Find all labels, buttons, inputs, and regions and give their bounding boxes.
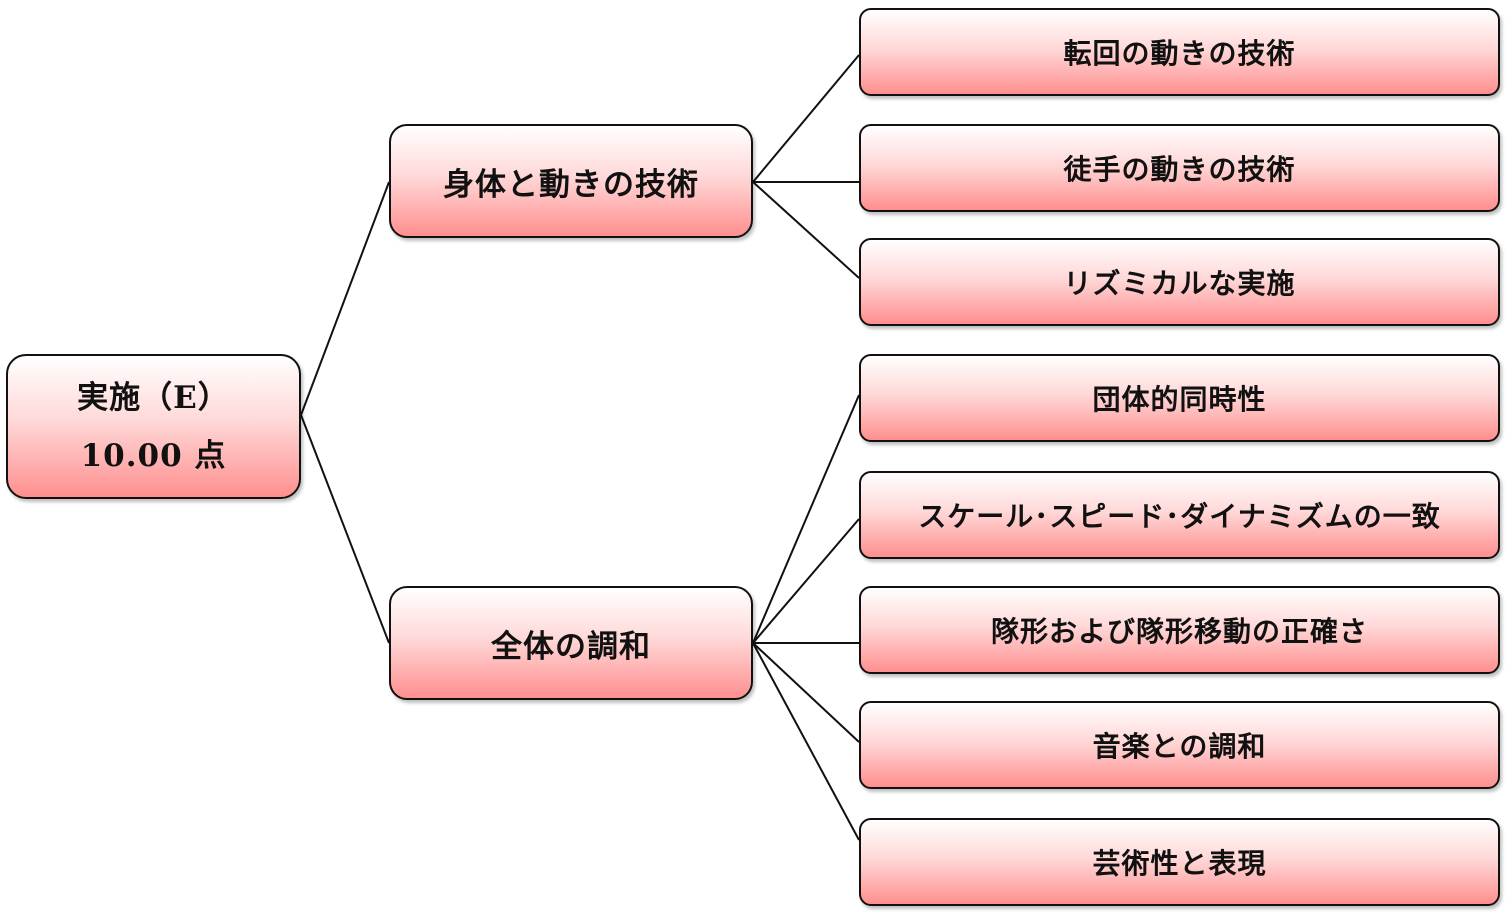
connector-category-2-to-item-2: [752, 518, 860, 644]
item-node-2-1: 団体的同時性: [859, 354, 1500, 442]
connector-category-2-to-item-1: [752, 394, 860, 644]
connector-category-1-to-item-3: [752, 181, 860, 279]
item-node-1-1: 転回の動きの技術: [859, 8, 1500, 96]
connector-root-to-category-1: [300, 181, 390, 416]
item-node-1-2: 徒手の動きの技術: [859, 124, 1500, 212]
category-node-2: 全体の調和: [389, 586, 753, 700]
item-node-2-2: スケール･スピード･ダイナミズムの一致: [859, 471, 1500, 559]
category-node-1: 身体と動きの技術: [389, 124, 753, 238]
root-node: 実施（E） 10.00 点: [6, 354, 301, 499]
root-score: 10.00 点: [80, 437, 227, 474]
root-title: 実施（E）: [77, 379, 230, 416]
connector-category-1-to-item-1: [752, 54, 860, 183]
item-node-1-3: リズミカルな実施: [859, 238, 1500, 326]
connector-category-2-to-item-5: [752, 642, 860, 841]
connector-root-to-category-2: [300, 414, 390, 644]
item-node-2-3: 隊形および隊形移動の正確さ: [859, 586, 1500, 674]
item-node-2-4: 音楽との調和: [859, 701, 1500, 789]
item-node-2-5: 芸術性と表現: [859, 818, 1500, 906]
connector-category-2-to-item-4: [752, 642, 860, 743]
